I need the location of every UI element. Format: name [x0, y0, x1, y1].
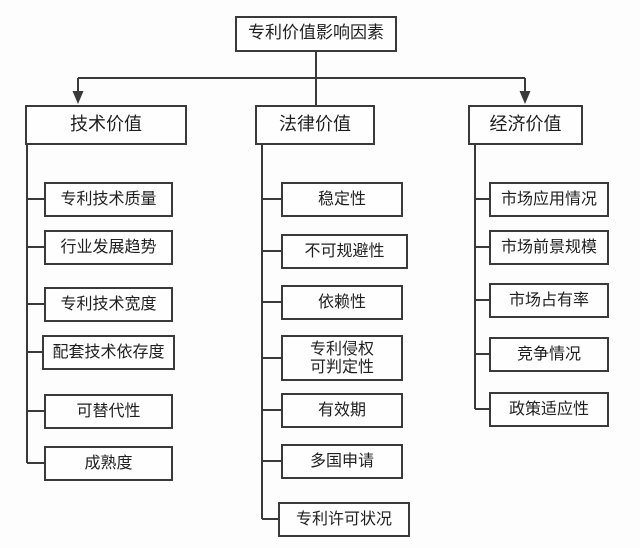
- node-validity-period: 有效期: [281, 393, 403, 428]
- node-competition: 竞争情况: [489, 337, 609, 372]
- node-multi-country-application: 多国申请: [281, 444, 403, 479]
- branch-economic-value: 经济价值: [468, 105, 583, 145]
- node-policy-adaptability: 政策适应性: [489, 392, 609, 427]
- node-maturity: 成熟度: [44, 446, 173, 481]
- node-patent-tech-breadth: 专利技术宽度: [44, 287, 173, 322]
- node-patent-tech-quality: 专利技术质量: [44, 182, 173, 217]
- node-supporting-tech-dependency: 配套技术依存度: [42, 335, 175, 370]
- node-stability: 稳定性: [281, 182, 403, 217]
- node-industry-trend: 行业发展趋势: [44, 230, 173, 265]
- node-infringement-determinability: 专利侵权 可判定性: [281, 335, 403, 381]
- node-licensing-status: 专利许可状况: [278, 502, 410, 537]
- node-substitutability: 可替代性: [44, 394, 173, 429]
- node-market-application: 市场应用情况: [489, 182, 609, 217]
- node-market-prospect-scale: 市场前景规模: [489, 230, 609, 265]
- branch-technical-value: 技术价值: [25, 105, 187, 145]
- node-dependency: 依赖性: [281, 285, 403, 320]
- arrowhead-down-icon: [72, 91, 531, 104]
- branch-legal-value: 法律价值: [255, 105, 375, 145]
- node-non-circumventability: 不可规避性: [281, 234, 408, 269]
- node-market-share: 市场占有率: [489, 283, 609, 318]
- root-node: 专利价值影响因素: [235, 16, 397, 52]
